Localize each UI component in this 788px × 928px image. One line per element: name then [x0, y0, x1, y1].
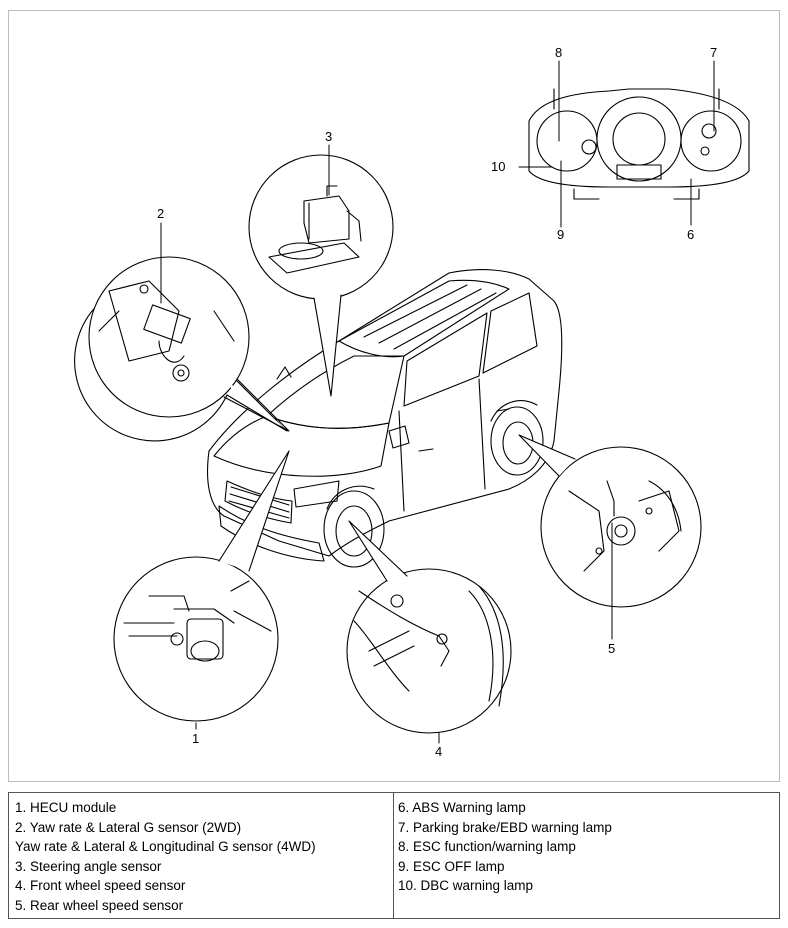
bubble-hecu-module	[113, 450, 290, 722]
bubble-front-wheel-speed-sensor	[346, 520, 512, 734]
bubble-rear-wheel-speed-sensor	[518, 434, 702, 608]
legend-item: 7. Parking brake/EBD warning lamp	[398, 819, 612, 835]
legend-table: 1. HECU module 2. Yaw rate & Lateral G s…	[8, 792, 780, 919]
legend-item: 10. DBC warning lamp	[398, 878, 534, 893]
callout-7: 7	[710, 45, 717, 60]
legend-right-column: 6. ABS Warning lamp 7. Parking brake/EBD…	[394, 793, 779, 918]
legend-item: 8. ESC function/warning lamp	[398, 839, 576, 854]
instrument-cluster	[528, 88, 750, 200]
diagram-svg: 1 2 3 4 5 6 7 8 9 10	[74, 45, 750, 759]
callout-8: 8	[555, 45, 562, 60]
component-location-diagram: 1 2 3 4 5 6 7 8 9 10	[8, 10, 780, 782]
legend-left-column: 1. HECU module 2. Yaw rate & Lateral G s…	[9, 793, 394, 918]
callout-4: 4	[435, 744, 442, 759]
bubble-steering-angle-sensor	[248, 154, 394, 397]
callout-3: 3	[325, 129, 332, 144]
legend-item: 1. HECU module	[15, 800, 117, 815]
callout-5: 5	[608, 641, 615, 656]
legend-item: 4. Front wheel speed sensor	[15, 878, 186, 893]
legend-item: 5. Rear wheel speed sensor	[15, 897, 184, 913]
bubble-yaw-rate-sensor	[74, 256, 290, 442]
callout-1: 1	[192, 731, 199, 746]
callout-10: 10	[491, 159, 505, 174]
callout-6: 6	[687, 227, 694, 242]
callout-labels: 1 2 3 4 5 6 7 8 9 10	[157, 45, 717, 759]
legend-item: 3. Steering angle sensor	[15, 858, 162, 874]
legend-item: 2. Yaw rate & Lateral G sensor (2WD)	[15, 819, 242, 835]
callout-9: 9	[557, 227, 564, 242]
leader-lines	[160, 60, 715, 744]
legend-item: 6. ABS Warning lamp	[398, 800, 526, 815]
legend-item: Yaw rate & Lateral & Longitudinal G sens…	[15, 839, 316, 854]
callout-2: 2	[157, 206, 164, 221]
legend-item: 9. ESC OFF lamp	[398, 858, 505, 874]
